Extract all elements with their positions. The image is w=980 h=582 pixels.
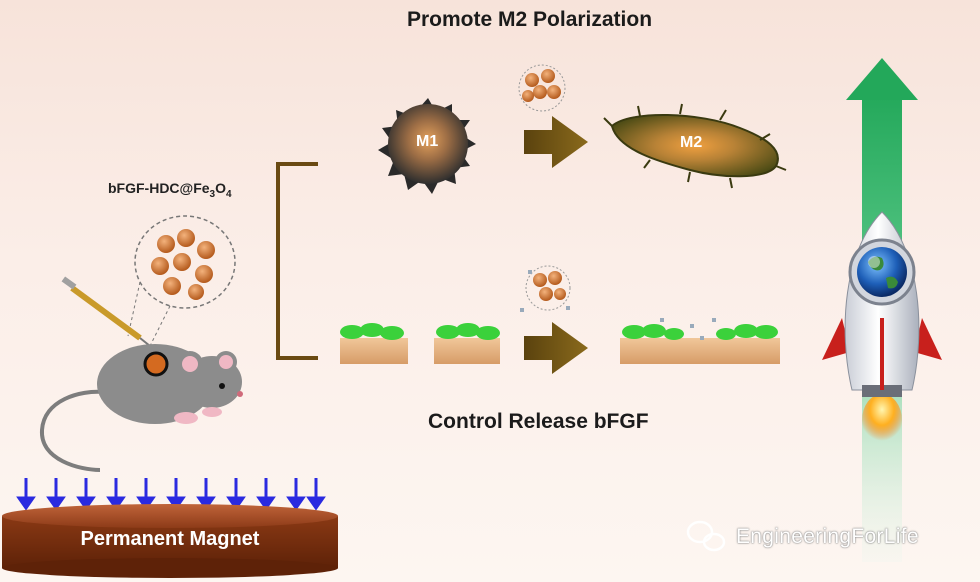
compound-label: bFGF-HDC@Fe3O4 xyxy=(108,180,232,200)
m1-macrophage xyxy=(378,98,476,194)
top-title: Promote M2 Polarization xyxy=(407,8,653,31)
syringe-icon xyxy=(61,276,151,347)
tissue-healing xyxy=(620,318,780,364)
tissue-wound-left xyxy=(340,323,408,364)
m2-label: M2 xyxy=(680,134,703,151)
arrow-bottom xyxy=(524,322,588,374)
bottom-title: Control Release bFGF xyxy=(428,410,649,433)
nanoparticle-cluster-bottom xyxy=(520,265,571,312)
m2-macrophage xyxy=(603,103,787,189)
magnetic-field-arrows xyxy=(16,478,326,511)
arrow-top xyxy=(524,116,588,168)
watermark-text: EngineeringForLife xyxy=(736,525,919,548)
rocket-icon xyxy=(822,211,942,446)
magnet-label: Permanent Magnet xyxy=(80,528,260,550)
wechat-icon xyxy=(686,520,726,552)
nanoparticle-cluster-top xyxy=(518,64,566,112)
m1-label: M1 xyxy=(416,133,439,150)
globe-icon xyxy=(848,238,916,306)
tissue-wound-right xyxy=(434,323,500,364)
permanent-magnet xyxy=(2,504,338,578)
branch-bracket xyxy=(276,162,318,360)
mouse-icon xyxy=(39,344,243,472)
nanoparticle-zoom-bubble xyxy=(127,215,236,347)
